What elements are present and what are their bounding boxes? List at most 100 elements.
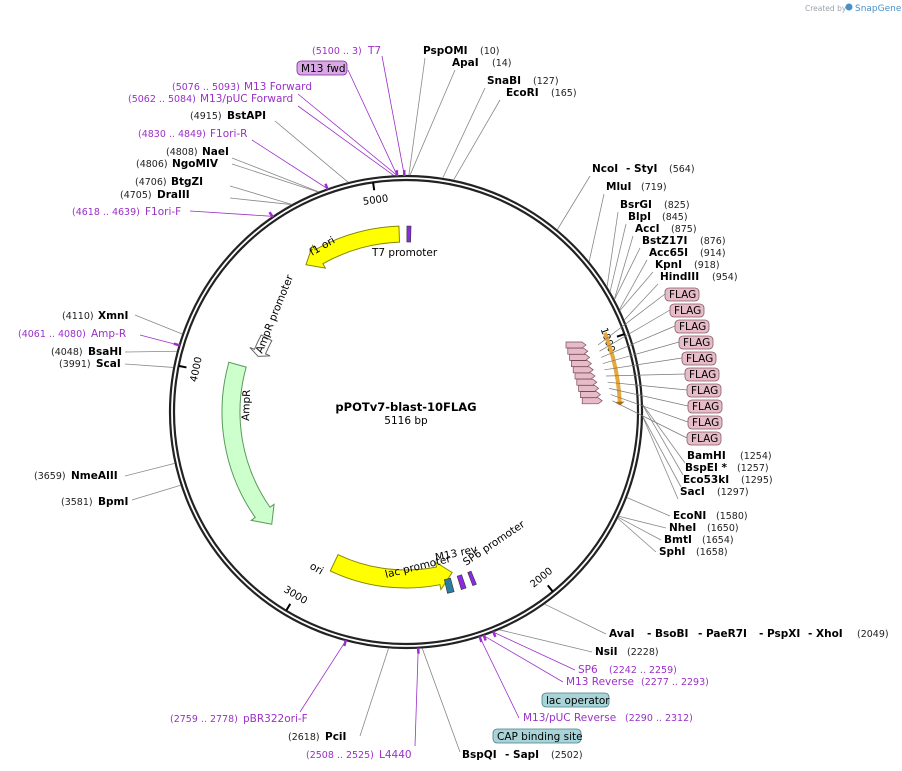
primer-range: (4618 .. 4639) [72,207,140,218]
site-leader [409,69,456,176]
flag-label-box [664,287,700,302]
site-pos: (14) [492,58,512,69]
site-label: - BsoBI [647,628,688,640]
site-leader [124,363,174,368]
primer-range: (5076 .. 5093) [172,82,240,93]
site-label: BpmI [98,496,128,508]
feature-label-ampr-promoter: AmpR promoter [254,273,297,355]
sites-bottom: AvaI - BsoBI - PaeR7I - PspXI - XhoI (20… [288,628,889,761]
feature-label-ori: ori [308,560,326,577]
primer-leader [297,93,397,176]
primer-label: M13 Forward [244,81,312,93]
primer-range: (5062 .. 5084) [128,94,196,105]
site-label: BamHI [687,450,726,462]
site-leader [421,648,461,753]
flag-label-box [686,431,722,446]
site-leader [618,515,667,529]
tick-mark [372,182,376,191]
site-pos: (3659) [34,471,66,482]
primer-leader [414,648,419,747]
site-label: BsaHI [88,346,122,358]
flag-leader-line [599,309,671,352]
site-pos: (4110) [62,311,94,322]
site-label: HindIII [660,271,699,283]
site-leader [124,350,177,353]
feature-label-sp6-promoter: SP6 promoter [461,518,528,568]
site-pos: (1254) [740,451,772,462]
feature-box-t7-promoter [406,225,412,243]
site-pos: (4706) [135,177,167,188]
backbone-inner-ring [172,178,640,646]
feature-box [541,692,610,708]
flag-label-text: FLAG [692,417,719,429]
site-leader [626,497,671,517]
feature-arrow-ori [329,553,453,591]
site-label: Eco53kI [683,474,729,486]
feature-arrow-f1-ori [305,225,401,269]
feature-box [492,728,582,744]
flag-leader-line [602,341,680,364]
site-pos: (719) [641,182,667,193]
tick-label: 4000 [189,356,205,383]
site-pos: (165) [551,88,577,99]
primer-range: (2242 .. 2259) [609,665,677,676]
site-leader [588,193,605,262]
flag-marker [574,372,596,380]
site-leader [642,416,682,488]
primer-leader [251,139,328,189]
site-pos: (4808) [166,147,198,158]
site-leader [231,163,319,193]
flag-leader-line [601,325,676,358]
flag-leader-line [610,394,689,423]
site-leader [617,518,657,553]
primer-site-mark [491,630,497,638]
plasmid-name: pPOTv7-blast-10FLAG [335,400,476,414]
site-leader [619,271,654,311]
site-pos: (875) [671,224,697,235]
site-leader [229,185,292,205]
feature-label: CAP binding site [497,731,583,743]
flag-label-text: FLAG [686,353,713,365]
site-leader-lines [124,55,686,753]
site-label: BsrGI [620,199,652,211]
site-label: EcoRI [506,87,539,99]
flag-label-text: FLAG [679,321,706,333]
feature-arrows [221,225,625,594]
snapgene-logo-icon [845,3,853,11]
primer-label: pBR322ori-F [243,713,308,725]
site-label: BstZ17I [642,235,687,247]
site-leader [642,417,679,500]
site-pos: (564) [669,164,695,175]
site-pos: (4705) [120,190,152,201]
primer-label: M13/pUC Reverse [523,712,616,724]
site-pos: (1654) [702,535,734,546]
site-label-extra: - StyI [626,163,657,175]
primer-label: F1ori-R [210,128,247,140]
site-label: NgoMIV [172,158,219,170]
primer-leader [299,640,346,713]
sites-top: PspOMI (10) ApaI (14) SnaBI (127) EcoRI … [423,45,577,99]
primer-leader [297,105,394,176]
site-pos: (1650) [707,523,739,534]
flag-marker [567,347,589,355]
site-leader [359,648,389,737]
site-label: PciI [325,731,346,743]
sites-left: (4915) BstAPI (4808) NaeI (4806) NgoMIV … [34,110,266,508]
site-label: SacI [680,486,705,498]
primer-range: (2277 .. 2293) [641,677,709,688]
primer-leader [479,637,520,719]
site-pos: (2502) [551,750,583,761]
flag-label-text: FLAG [689,369,716,381]
site-pos: (1257) [737,463,769,474]
site-label: PspOMI [423,45,468,57]
site-leader [408,57,426,176]
flag-marker [580,391,601,398]
flag-label-box [678,335,714,350]
site-label: BlpI [628,211,651,223]
site-leader [229,197,292,205]
site-leader [642,405,684,476]
tick-mark [285,603,292,612]
site-label: - SapI [505,749,539,761]
primer-label: F1ori-F [145,206,181,218]
